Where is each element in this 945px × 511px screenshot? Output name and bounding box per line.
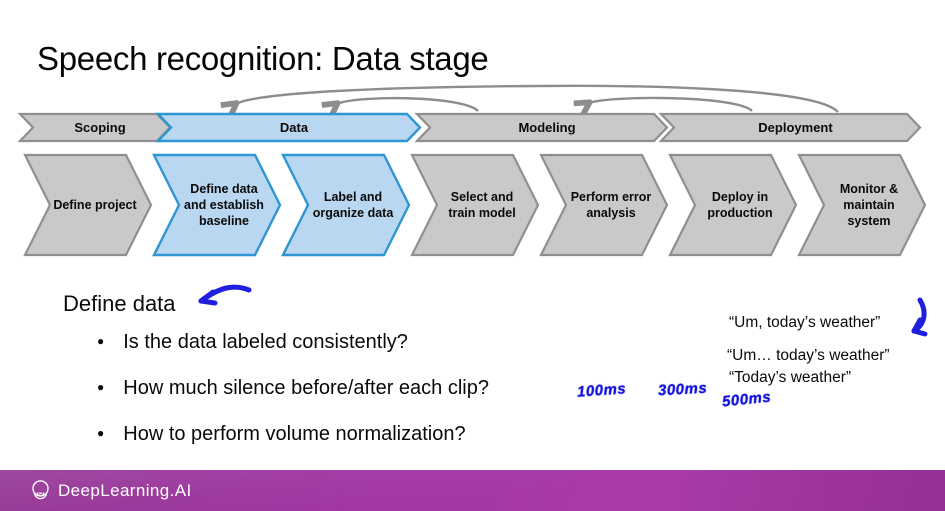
step-chevron-define-data: Define data and establish baseline — [152, 153, 282, 257]
stage-label: Data — [279, 120, 309, 135]
section-heading: Define data — [63, 291, 176, 316]
handdrawn-check-arrow-icon — [911, 297, 928, 337]
step-label: Define project — [53, 198, 137, 212]
step-label: Select and train model — [448, 190, 516, 220]
transcription-example: “Um, today’s weather” — [729, 314, 881, 331]
stage-chevron-data: Data — [155, 112, 422, 143]
step-label: Perform error analysis — [570, 190, 652, 220]
stage-chevron-deployment: Deployment — [658, 112, 922, 143]
list-item: How to perform volume normalization? — [97, 423, 489, 446]
step-label: Label and organize data — [312, 190, 394, 220]
arrow-deployment-to-data-icon — [234, 84, 839, 112]
arrow-modeling-to-data-icon — [335, 96, 479, 111]
arrow-deployment-to-modeling-icon — [587, 96, 753, 111]
handwritten-duration: 300ms — [657, 379, 708, 400]
transcription-example: “Today’s weather” — [729, 369, 852, 386]
handwritten-duration: 100ms — [576, 380, 627, 401]
deeplearning-logo-icon — [32, 480, 49, 500]
step-chevron-select-train: Select and train model — [410, 153, 540, 257]
stage-label: Modeling — [518, 120, 576, 135]
stage-label: Scoping — [74, 120, 126, 135]
footer-bar: DeepLearning.AI — [0, 470, 945, 511]
page-title: Speech recognition: Data stage — [37, 40, 489, 77]
stage-chevron-scoping: Scoping — [17, 112, 172, 143]
step-label: Monitor & maintain system — [839, 182, 899, 228]
transcription-example: “Um… today’s weather” — [727, 347, 890, 364]
step-chevron-label-organize: Label and organize data — [281, 153, 411, 257]
step-chevron-define-project: Define project — [23, 153, 153, 257]
brand: DeepLearning.AI — [30, 480, 192, 501]
list-item: Is the data labeled consistently? — [97, 331, 489, 354]
stage-chevron-modeling: Modeling — [414, 112, 669, 143]
stage-label: Deployment — [758, 120, 833, 135]
question-list: Is the data labeled consistently? How mu… — [97, 331, 489, 469]
step-label: Deploy in production — [707, 190, 773, 220]
handdrawn-arrow-to-define-data-icon — [198, 284, 252, 306]
step-label: Define data and establish baseline — [184, 182, 264, 228]
handwritten-duration: 500ms — [721, 388, 772, 411]
step-chevron-monitor: Monitor & maintain system — [797, 153, 927, 257]
step-chevron-error-analysis: Perform error analysis — [539, 153, 669, 257]
step-chevron-deploy: Deploy in production — [668, 153, 798, 257]
brand-name: DeepLearning.AI — [58, 480, 192, 500]
list-item: How much silence before/after each clip? — [97, 377, 489, 400]
